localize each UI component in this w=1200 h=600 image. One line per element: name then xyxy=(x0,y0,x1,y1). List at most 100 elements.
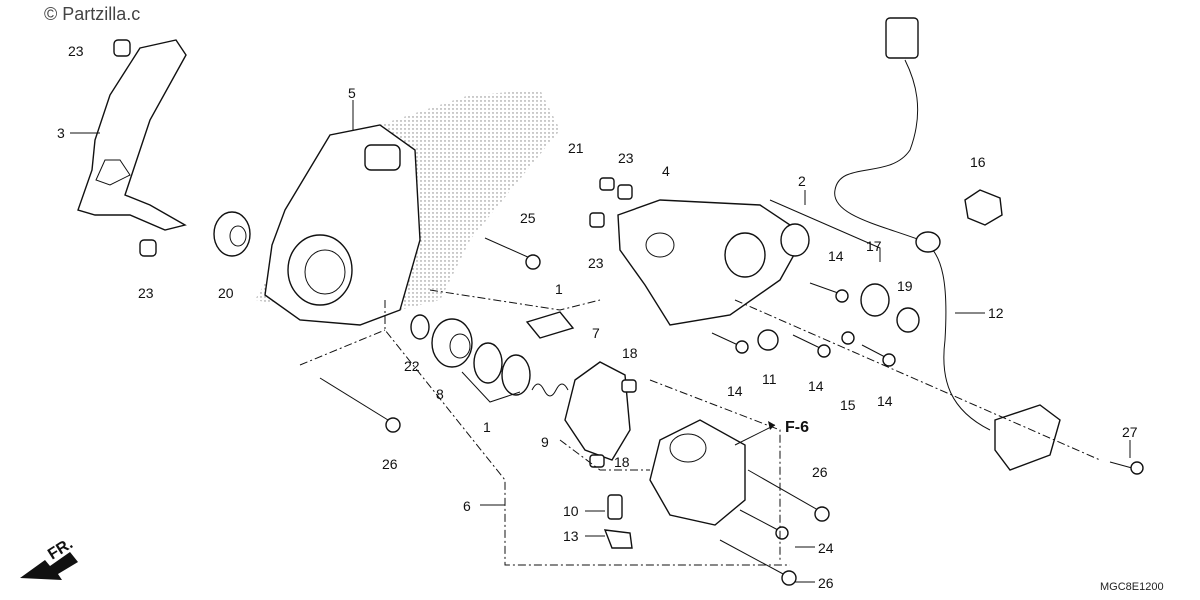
part-27-head xyxy=(1130,461,1144,475)
part-13-clamp xyxy=(603,529,633,549)
part-9-spring xyxy=(531,383,569,397)
part-17-sensor xyxy=(860,283,890,317)
part-4-housing xyxy=(617,199,806,326)
callout-22: 22 xyxy=(404,358,420,374)
callout-5: 5 xyxy=(348,85,356,101)
part-4-port-b xyxy=(780,223,810,257)
assembly-line-c xyxy=(649,379,781,560)
callout-3: 3 xyxy=(57,125,65,141)
callout-25: 25 xyxy=(520,210,536,226)
callouts: 23 3 23 5 20 25 1 22 8 1 9 7 18 18 26 6 … xyxy=(57,43,1138,591)
part-12-harness xyxy=(834,59,991,431)
callout-24: 24 xyxy=(818,540,834,556)
part-5-boss xyxy=(364,144,401,171)
callout-19: 19 xyxy=(897,278,913,294)
reference-label: F-6 xyxy=(785,419,809,436)
bracket-1 xyxy=(461,371,521,403)
part-14-head-d xyxy=(882,353,896,367)
part-8-impeller xyxy=(431,318,473,368)
callout-17: 17 xyxy=(866,238,882,254)
part-14-head-c xyxy=(817,344,831,358)
callout-13: 13 xyxy=(563,528,579,544)
callout-8: 8 xyxy=(436,386,444,402)
part-12-connector-top xyxy=(885,17,919,59)
front-arrow-icon xyxy=(20,552,78,580)
callout-9: 9 xyxy=(541,434,549,450)
part-11-clip xyxy=(757,329,779,351)
part-26-bolt-b xyxy=(747,469,819,511)
part-5-port xyxy=(287,234,353,306)
part-24-head xyxy=(775,526,789,540)
part-12-grommet xyxy=(915,231,941,253)
part-1-oring-a xyxy=(473,342,503,384)
part-26-bolt-c xyxy=(719,539,786,576)
callout-16: 16 xyxy=(970,154,986,170)
callout-1a: 1 xyxy=(555,281,563,297)
part-26-bolt-a xyxy=(319,377,389,421)
callout-2: 2 xyxy=(798,173,806,189)
part-14-bolt-d xyxy=(861,344,886,358)
part-26-head-c xyxy=(781,570,797,586)
callout-14c: 14 xyxy=(808,378,824,394)
part-23-bushing-b xyxy=(139,239,157,257)
callout-27: 27 xyxy=(1122,424,1138,440)
part-18-dowel-b xyxy=(589,454,605,468)
part-12-sensor-bottom xyxy=(994,404,1061,471)
part-25-head xyxy=(525,254,541,270)
assembly-line-a xyxy=(384,300,790,566)
part-3-bracket xyxy=(77,39,187,231)
part-14-head-a xyxy=(835,289,849,303)
callout-14d: 14 xyxy=(877,393,893,409)
part-14-head-b xyxy=(735,340,749,354)
callout-12: 12 xyxy=(988,305,1004,321)
callout-26a: 26 xyxy=(382,456,398,472)
assembly-line-f xyxy=(299,329,386,366)
part-1-oring-b xyxy=(501,354,531,396)
part-14-bolt-b xyxy=(711,332,739,346)
part-4-port-c xyxy=(645,232,675,258)
part-1-plate xyxy=(525,311,575,339)
callout-23d: 23 xyxy=(588,255,604,271)
part-26-head-a xyxy=(385,417,401,433)
part-14-bolt-c xyxy=(792,334,821,349)
callout-1b: 1 xyxy=(483,419,491,435)
callout-4: 4 xyxy=(662,163,670,179)
part-21-nut xyxy=(599,177,615,191)
assembly-line-d xyxy=(734,299,1101,461)
watermark-text: © Partzilla.c xyxy=(44,4,140,24)
callout-6: 6 xyxy=(463,498,471,514)
callout-21: 21 xyxy=(568,140,584,156)
callout-10: 10 xyxy=(563,503,579,519)
callout-20: 20 xyxy=(218,285,234,301)
diagram-code: MGC8E1200 xyxy=(1100,581,1164,593)
assembly-line-b xyxy=(429,289,601,311)
callout-14b: 14 xyxy=(727,383,743,399)
callout-11: 11 xyxy=(762,371,777,387)
reference-arrow xyxy=(734,424,776,446)
part-20-seal xyxy=(213,211,251,257)
callout-26c: 26 xyxy=(818,575,834,591)
part-14-bolt-a xyxy=(809,282,839,294)
callout-26b: 26 xyxy=(812,464,828,480)
part-27-bolt xyxy=(1109,461,1133,469)
part-3-inner xyxy=(95,159,131,186)
callout-23b: 23 xyxy=(138,285,154,301)
part-23-bushing-a xyxy=(113,39,131,57)
part-23-bushing-c xyxy=(617,184,633,200)
callout-23a: 23 xyxy=(68,43,84,59)
part-6-port xyxy=(669,433,707,463)
part-26-head-b xyxy=(814,506,830,522)
callout-14a: 14 xyxy=(828,248,844,264)
reference-arrowhead xyxy=(768,421,775,430)
part-5-port-inner xyxy=(304,249,346,295)
callout-18b: 18 xyxy=(614,454,630,470)
part-7-gasket xyxy=(564,361,631,461)
part-20-seal-inner xyxy=(229,225,247,247)
part-18-dowel-a xyxy=(621,379,637,393)
part-10-fitting xyxy=(607,494,623,520)
part-19-seal xyxy=(896,307,920,333)
part-16-cap xyxy=(964,189,1003,226)
callout-18a: 18 xyxy=(622,345,638,361)
part-23-bushing-d xyxy=(589,212,605,228)
assembly-line-e xyxy=(559,439,650,471)
